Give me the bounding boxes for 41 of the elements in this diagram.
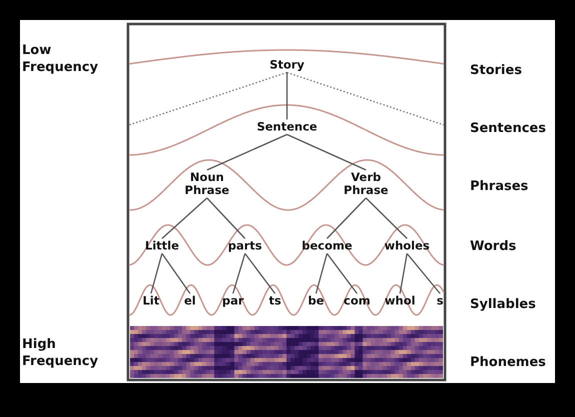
- tree-word: Story: [270, 58, 304, 72]
- dotted-line: [286, 72, 444, 126]
- level-label: Words: [470, 238, 518, 255]
- tree-branch-line: [244, 253, 276, 294]
- tree-branch-line: [406, 253, 440, 294]
- level-label: Syllables: [470, 296, 537, 313]
- tree-branch-line: [206, 134, 288, 171]
- tree-branch-line: [366, 198, 408, 239]
- tree-branch-line: [232, 253, 246, 294]
- tree-word: el: [184, 294, 196, 308]
- level-label: Sentences: [470, 120, 547, 137]
- tree-branch-line: [286, 134, 366, 171]
- tree-branch-line: [315, 253, 328, 294]
- tree-branch-line: [162, 198, 208, 239]
- tree-word: be: [308, 294, 324, 308]
- axis-label: Low Frequency: [22, 42, 100, 76]
- tree-word: par: [222, 294, 244, 308]
- tree-word: whol: [384, 294, 416, 308]
- level-label: Phonemes: [470, 354, 547, 371]
- tree-word: Little: [145, 240, 179, 252]
- tree-word: Noun Phrase: [184, 171, 230, 197]
- tree-word: Verb Phrase: [342, 171, 390, 197]
- tree-branch-line: [326, 253, 358, 294]
- tree-word: parts: [228, 240, 262, 252]
- tree-branch-line: [399, 253, 408, 294]
- tree-word: ts: [268, 294, 282, 308]
- tree-word: wholes: [384, 240, 430, 252]
- tree-word: Sentence: [256, 120, 318, 134]
- tree-branch-line: [206, 198, 246, 239]
- tree-branch-line: [161, 253, 191, 294]
- level-label: Phrases: [470, 178, 530, 195]
- tree-branch-line: [150, 253, 163, 294]
- tree-word: Lit: [142, 294, 160, 308]
- axis-label: High Frequency: [22, 336, 100, 370]
- tree-branch-line: [326, 198, 366, 239]
- tree-word: become: [302, 240, 352, 252]
- dotted-line: [128, 72, 288, 126]
- tree-word: s: [436, 294, 444, 308]
- tree-word: com: [344, 294, 370, 308]
- level-label: Stories: [470, 62, 523, 79]
- tree-branch-line: [286, 72, 288, 120]
